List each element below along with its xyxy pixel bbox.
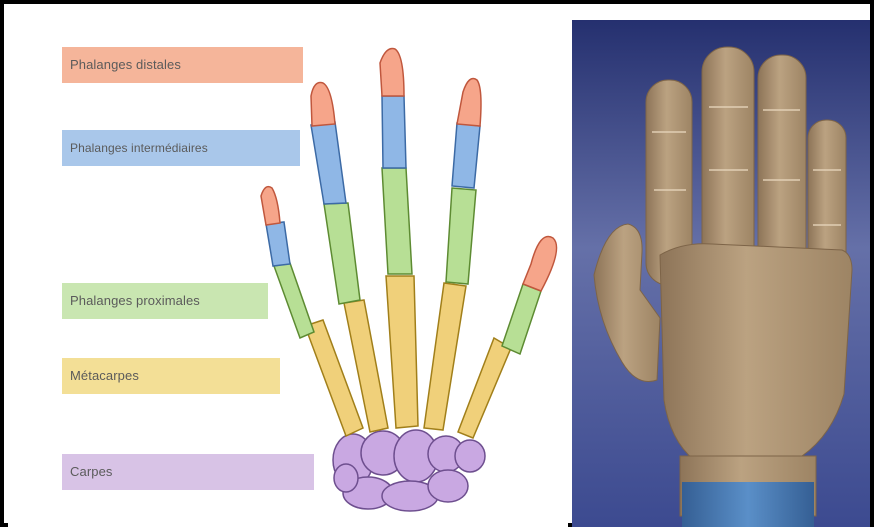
label-phalanges-intermediaires: Phalanges intermédiaires [62, 130, 300, 166]
hand-3d-illustration [572, 20, 870, 527]
label-metacarpes: Métacarpes [62, 358, 280, 394]
metacarpal-bones [305, 276, 511, 438]
hand-skeleton-diagram [8, 8, 568, 527]
bone-diagram-panel: Phalanges distales Phalanges intermédiai… [8, 8, 568, 527]
label-phalanges-proximales: Phalanges proximales [62, 283, 268, 319]
hand-model-panel [572, 20, 870, 527]
wrist-band [682, 482, 814, 527]
label-phalanges-distales: Phalanges distales [62, 47, 303, 83]
label-carpes: Carpes [62, 454, 314, 490]
carpal-bones [333, 430, 485, 511]
